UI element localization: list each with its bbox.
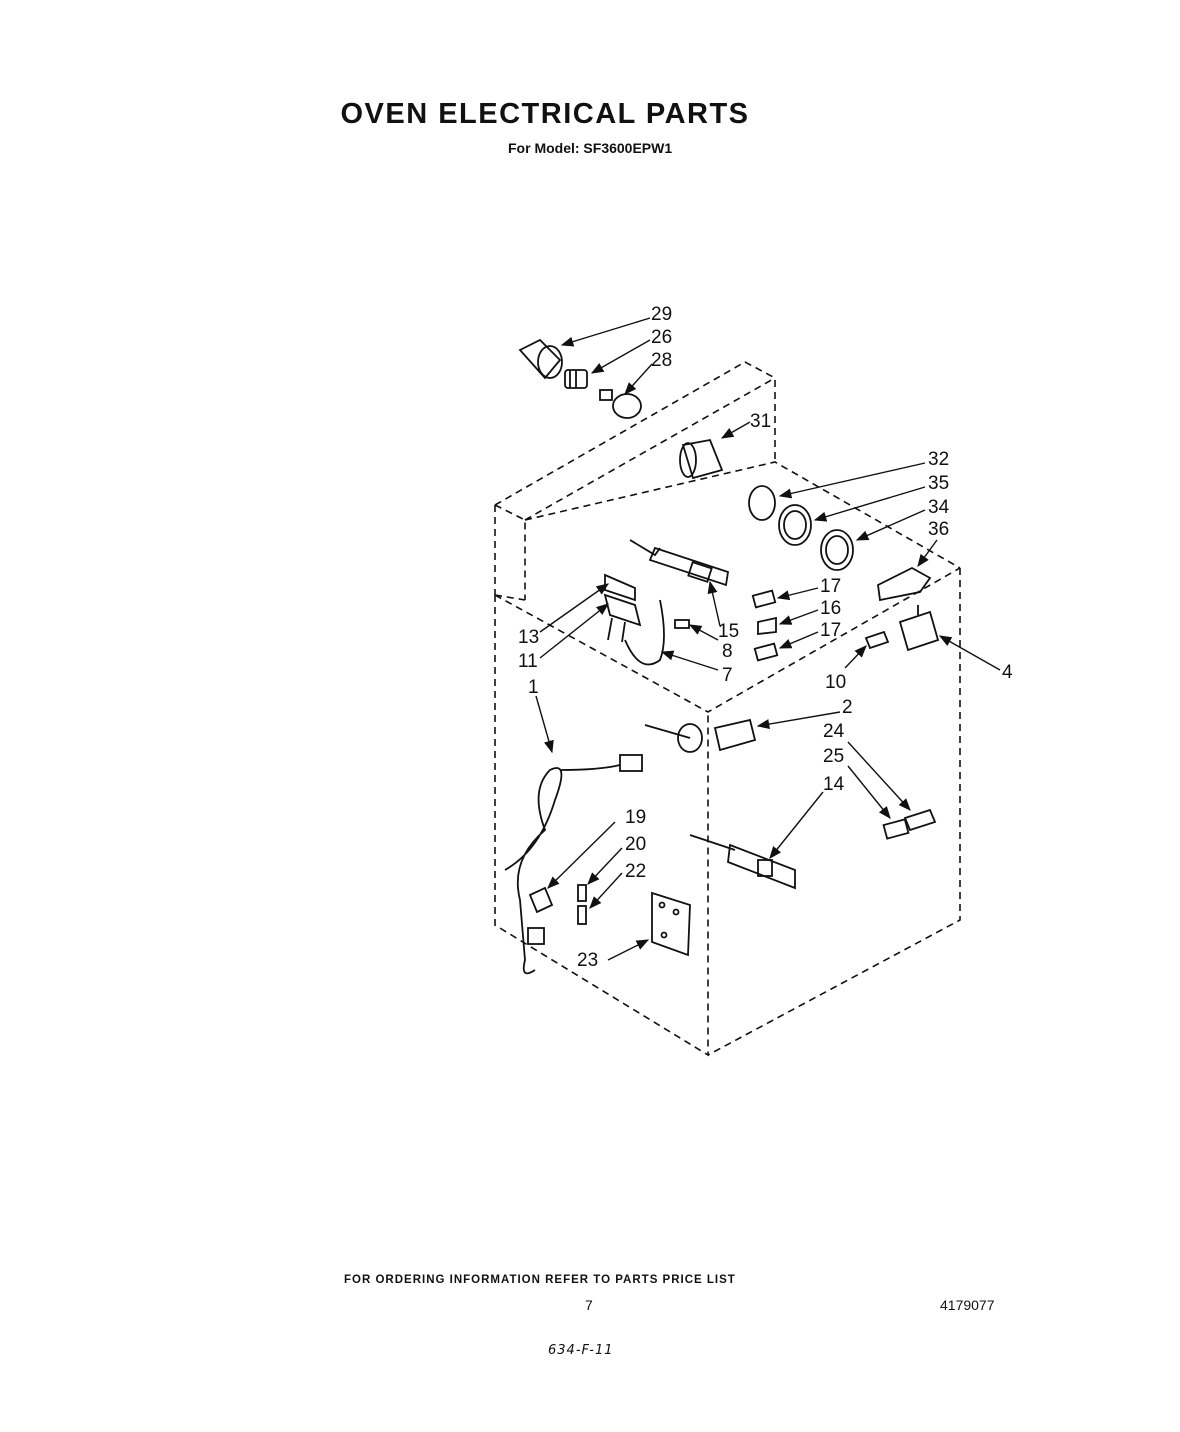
leader-25 [847, 765, 891, 819]
ring-35-inner-part [783, 510, 807, 540]
leader-19 [547, 821, 616, 889]
model-subtitle: For Model: SF3600EPW1 [508, 140, 673, 156]
leader-11 [539, 603, 609, 659]
connector-16-part [757, 616, 777, 636]
callout-35: 35 [928, 473, 949, 494]
connector-24-part [903, 808, 937, 832]
callout-7: 7 [722, 665, 733, 686]
leader-20 [587, 847, 623, 885]
insulator-17b-part [753, 642, 779, 662]
callout-34: 34 [928, 497, 950, 518]
ring-34-inner-part [825, 535, 849, 565]
connector-19-part [528, 886, 554, 914]
leader-4 [938, 635, 1001, 671]
leader-17a [776, 587, 819, 601]
leader-8 [688, 624, 719, 641]
leader-34 [855, 509, 926, 541]
lamp-receptacle-part [564, 369, 588, 389]
terminal-10-part [864, 630, 890, 650]
callout-17a: 17 [820, 576, 841, 597]
ordering-info-note: FOR ORDERING INFORMATION REFER TO PARTS … [344, 1274, 736, 1286]
leader-32 [778, 462, 926, 499]
valve-11-part [603, 593, 642, 643]
callout-23: 23 [577, 950, 598, 971]
leader-14 [769, 791, 824, 859]
callout-2: 2 [842, 697, 853, 718]
callout-15: 15 [718, 621, 739, 642]
callout-10: 10 [825, 672, 846, 693]
callout-25: 25 [823, 746, 844, 767]
leader-31 [720, 421, 751, 439]
leader-22 [589, 872, 623, 909]
leader-16 [778, 609, 819, 625]
light-bulb-part [599, 389, 642, 419]
callout-19: 19 [625, 807, 646, 828]
callout-22: 22 [625, 861, 646, 882]
callout-4: 4 [1002, 662, 1013, 683]
leader-17b [778, 631, 819, 649]
igniter-15-part [629, 539, 730, 587]
ring-32-part [748, 485, 776, 521]
switch-4-part [898, 605, 940, 652]
callout-26: 26 [651, 327, 672, 348]
bracket-36-part [877, 566, 932, 602]
insulator-17a-part [751, 589, 777, 609]
callout-1: 1 [528, 677, 539, 698]
light-socket-part [518, 338, 563, 380]
lamp-cover-part [679, 438, 724, 480]
callout-17b: 17 [820, 620, 841, 641]
fuse-20-part [577, 884, 587, 902]
callout-8: 8 [722, 641, 733, 662]
leader-10 [844, 645, 867, 669]
callout-11: 11 [518, 651, 538, 672]
callout-36: 36 [928, 519, 949, 540]
leader-24 [847, 741, 911, 811]
leader-15 [707, 580, 721, 627]
igniter-14-part [689, 834, 796, 890]
thermostat-2-part [644, 718, 757, 753]
leader-23 [607, 939, 650, 961]
ring-34-part [820, 529, 854, 571]
leader-36 [917, 539, 938, 568]
fuse-22-part [577, 905, 587, 925]
leader-7 [660, 650, 719, 671]
callout-14: 14 [823, 774, 845, 795]
power-cord-1-part [504, 754, 643, 975]
callout-13: 13 [518, 627, 539, 648]
wire-harness-7-part [624, 599, 665, 666]
leader-26 [590, 339, 651, 374]
leader-35 [813, 486, 926, 522]
document-number: 4179077 [940, 1297, 995, 1313]
callout-32: 32 [928, 449, 949, 470]
leader-29 [560, 317, 651, 347]
leader-28 [624, 363, 653, 395]
callout-20: 20 [625, 834, 646, 855]
ring-35-part [778, 504, 812, 546]
callout-24: 24 [823, 721, 845, 742]
terminal-8-part [674, 619, 690, 629]
callout-31: 31 [750, 411, 771, 432]
leader-13 [539, 583, 610, 633]
leader-1 [535, 695, 554, 754]
page-number: 7 [585, 1297, 593, 1313]
cabinet-outline [494, 361, 961, 1057]
insulator-25-part [882, 818, 910, 840]
leader-2 [756, 711, 841, 730]
callout-16: 16 [820, 598, 841, 619]
callout-28: 28 [651, 350, 672, 371]
page-title: OVEN ELECTRICAL PARTS [340, 98, 750, 130]
callout-29: 29 [651, 304, 672, 325]
handwritten-note: 634-F-11 [548, 1343, 614, 1358]
terminal-block-23-part [651, 891, 691, 957]
